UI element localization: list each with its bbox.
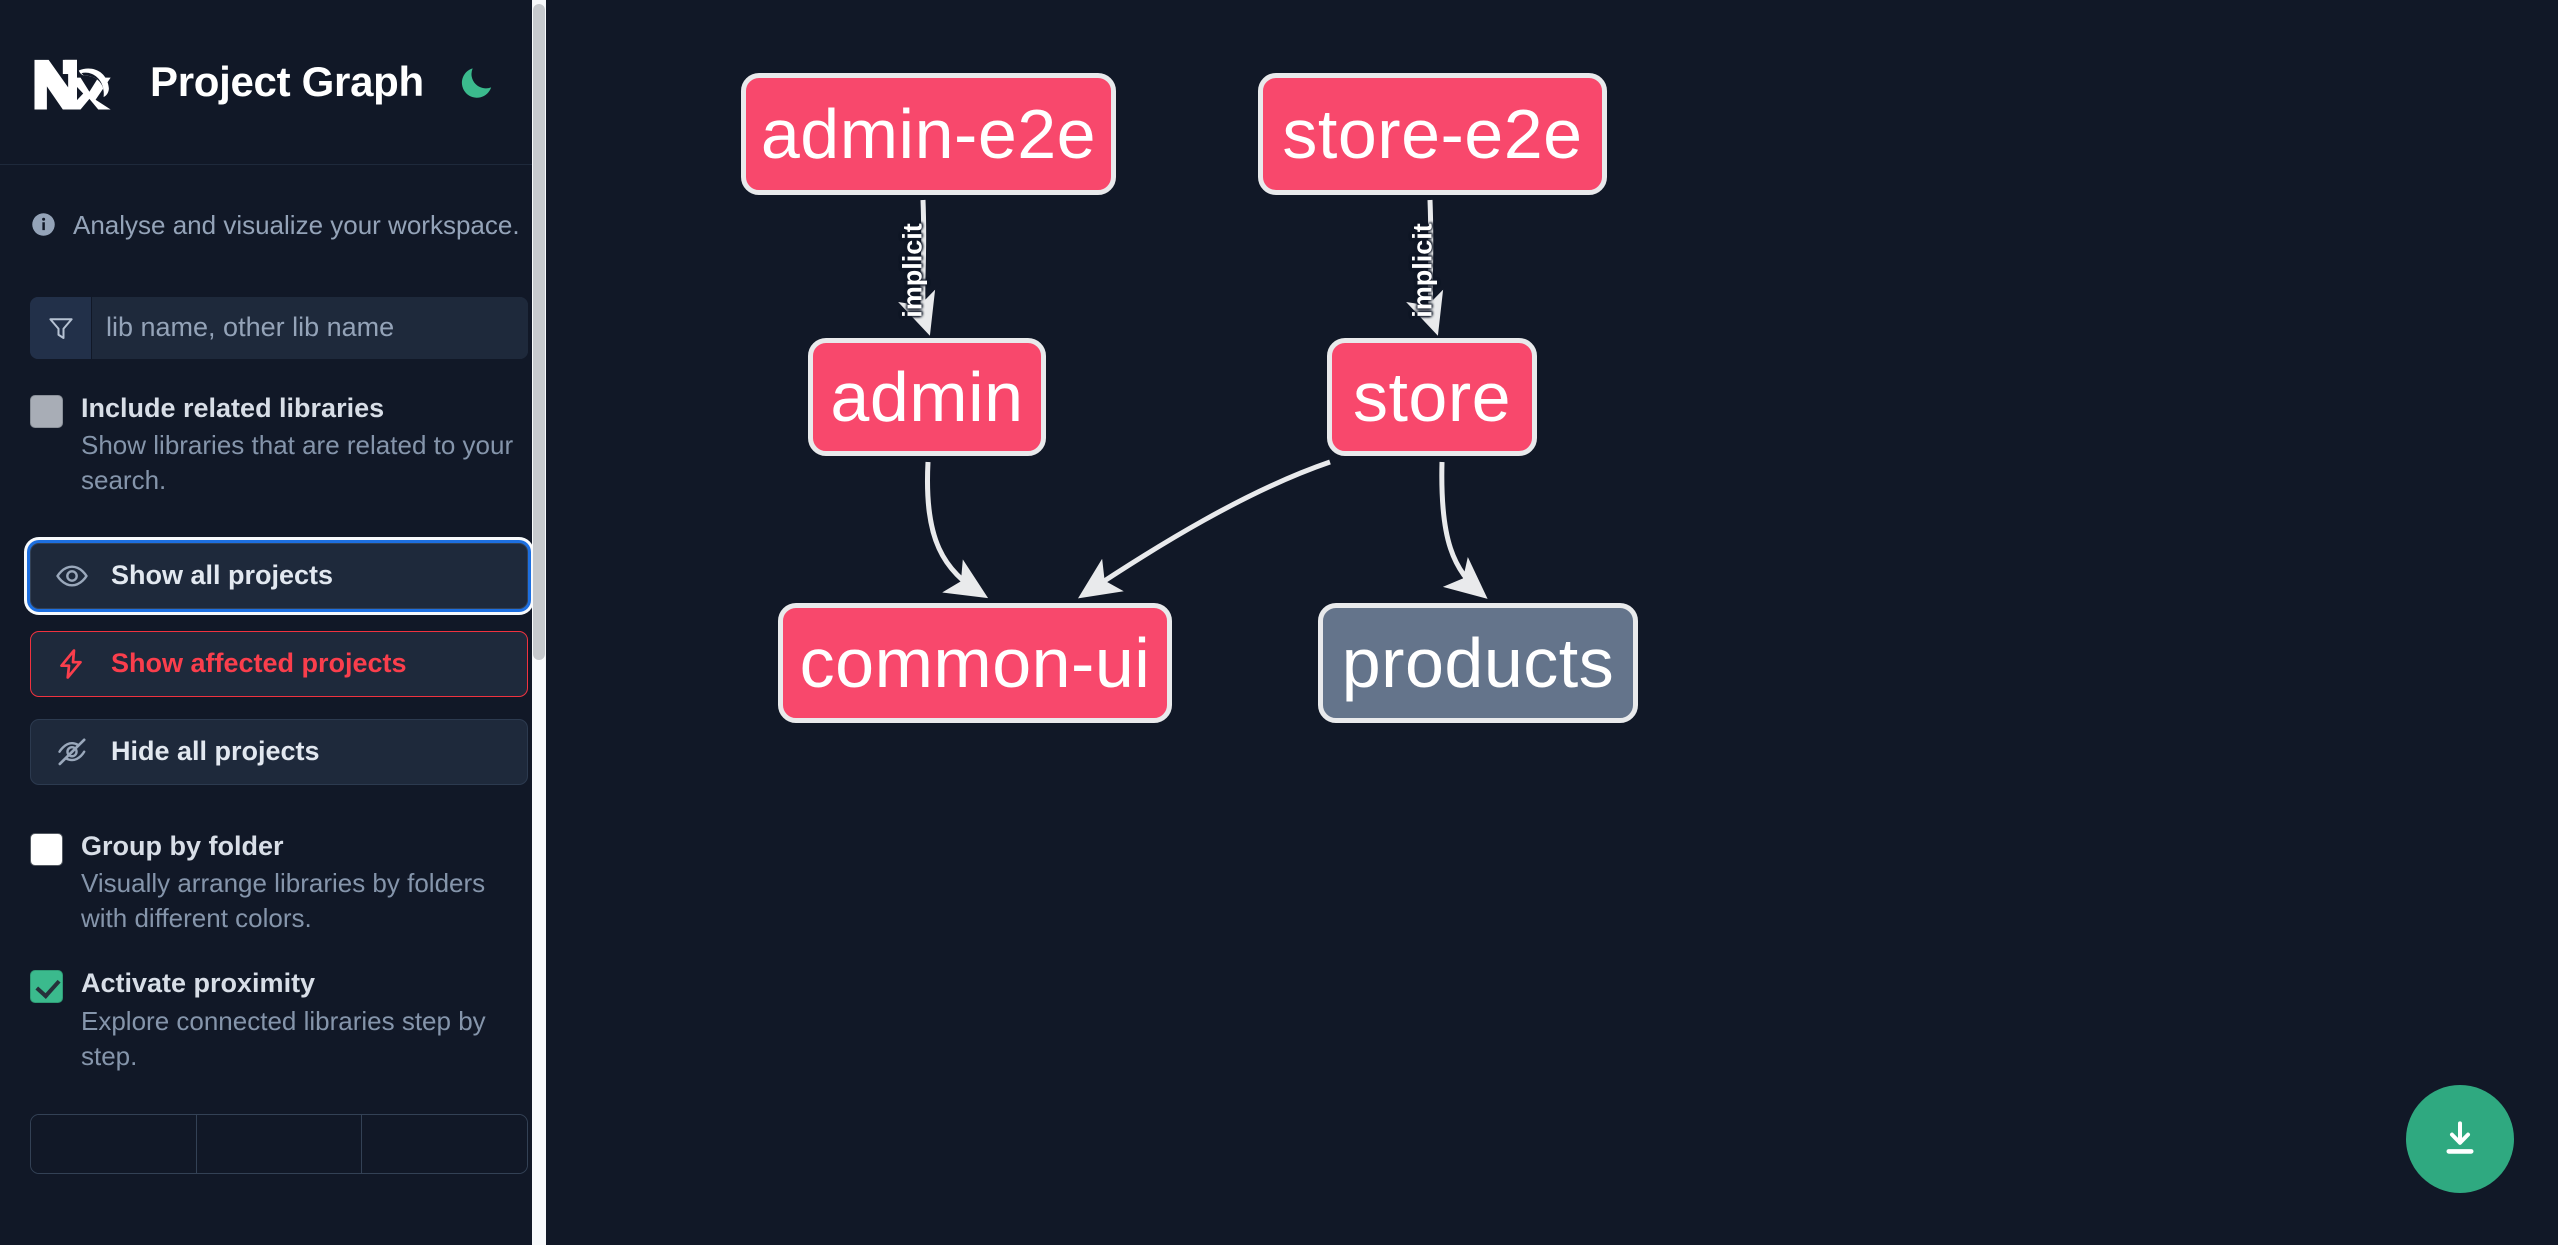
edge-label-store-implicit: implicit xyxy=(1407,223,1438,318)
checkbox-label-include-related: Include related libraries xyxy=(81,392,385,423)
download-icon xyxy=(2446,1121,2474,1154)
graph-node-label: products xyxy=(1341,624,1615,702)
graph-node-label: store xyxy=(1352,358,1512,436)
edge-admin-e2e-admin xyxy=(898,199,936,336)
checkbox-group-by-folder[interactable]: Group by folder Visually arrange librari… xyxy=(30,829,528,937)
eye-off-icon xyxy=(58,738,86,765)
sidebar-body: Analyse and visualize your workspace. In… xyxy=(0,165,558,1174)
info-icon xyxy=(32,213,55,236)
hide-all-projects-button[interactable]: Hide all projects xyxy=(30,718,528,785)
graph-node-admin[interactable]: admin xyxy=(808,338,1046,456)
show-affected-projects-button[interactable]: Show affected projects xyxy=(30,630,528,697)
workspace-blurb: Analyse and visualize your workspace. xyxy=(30,165,528,243)
sidebar-scrollbar-thumb[interactable] xyxy=(533,4,545,660)
filter-icon xyxy=(30,296,92,359)
edge-admin-common-ui xyxy=(924,461,989,599)
graph-canvas[interactable]: admin-e2e store-e2e admin store common-u… xyxy=(558,0,2558,1245)
graph-node-admin-e2e[interactable]: admin-e2e xyxy=(741,73,1116,195)
moon-icon[interactable] xyxy=(454,59,500,105)
checkbox-box-activate-proximity[interactable] xyxy=(30,970,63,1004)
edge-store-common-ui xyxy=(1078,459,1331,599)
graph-node-label: admin xyxy=(830,358,1024,436)
segment-option-2[interactable] xyxy=(196,1115,363,1173)
graph-node-store-e2e[interactable]: store-e2e xyxy=(1258,73,1607,195)
graph-node-label: common-ui xyxy=(799,624,1151,702)
search-input[interactable] xyxy=(92,296,528,359)
proximity-segmented-control[interactable] xyxy=(30,1114,528,1174)
checkbox-box-group-by-folder[interactable] xyxy=(30,832,63,866)
checkbox-description-activate-proximity: Explore connected libraries step by step… xyxy=(81,1005,486,1071)
graph-node-label: admin-e2e xyxy=(760,95,1097,173)
segment-option-1[interactable] xyxy=(31,1115,197,1173)
checkbox-texts: Include related libraries Show libraries… xyxy=(81,391,528,499)
hide-all-projects-label: Hide all projects xyxy=(111,736,320,767)
checkbox-include-related-libraries[interactable]: Include related libraries Show libraries… xyxy=(30,391,528,499)
checkbox-box-include-related[interactable] xyxy=(30,394,63,428)
show-all-projects-button[interactable]: Show all projects xyxy=(30,542,528,609)
graph-node-products[interactable]: products xyxy=(1318,603,1638,723)
search-bar[interactable] xyxy=(30,296,528,359)
graph-node-label: store-e2e xyxy=(1282,95,1583,173)
checkbox-texts: Group by folder Visually arrange librari… xyxy=(81,829,528,937)
eye-icon xyxy=(56,564,88,587)
edge-store-products xyxy=(1439,461,1488,599)
sidebar-header: Project Graph xyxy=(0,0,558,165)
checkbox-label-group-by-folder: Group by folder xyxy=(81,830,284,861)
checkbox-activate-proximity[interactable]: Activate proximity Explore connected lib… xyxy=(30,966,528,1074)
checkbox-description-group-by-folder: Visually arrange libraries by folders wi… xyxy=(81,868,486,934)
graph-node-common-ui[interactable]: common-ui xyxy=(778,603,1172,723)
checkbox-description-include-related: Show libraries that are related to your … xyxy=(81,430,514,496)
checkbox-texts: Activate proximity Explore connected lib… xyxy=(81,966,528,1074)
action-button-stack: Show all projects Show affected projects… xyxy=(30,542,528,785)
moon-glyph xyxy=(461,68,492,98)
page-title: Project Graph xyxy=(150,58,424,105)
edge-store-e2e-store xyxy=(1406,199,1444,336)
blurb-text: Analyse and visualize your workspace. xyxy=(73,210,520,240)
show-all-projects-label: Show all projects xyxy=(111,560,334,591)
filter-glyph xyxy=(48,318,73,339)
lightning-icon xyxy=(60,648,82,679)
sidebar: Project Graph Analyse and visualize your… xyxy=(0,0,558,1245)
segment-option-3[interactable] xyxy=(362,1115,527,1173)
nx-logo xyxy=(34,59,111,110)
graph-edges xyxy=(898,199,1488,599)
graph-node-store[interactable]: store xyxy=(1327,338,1537,456)
edge-label-admin-implicit: implicit xyxy=(897,223,928,318)
checkbox-label-activate-proximity: Activate proximity xyxy=(81,968,316,999)
download-image-button[interactable] xyxy=(2406,1085,2514,1193)
sidebar-right-edge xyxy=(546,0,558,1245)
sidebar-scrollbar[interactable] xyxy=(532,0,546,1245)
show-affected-projects-label: Show affected projects xyxy=(111,648,407,679)
